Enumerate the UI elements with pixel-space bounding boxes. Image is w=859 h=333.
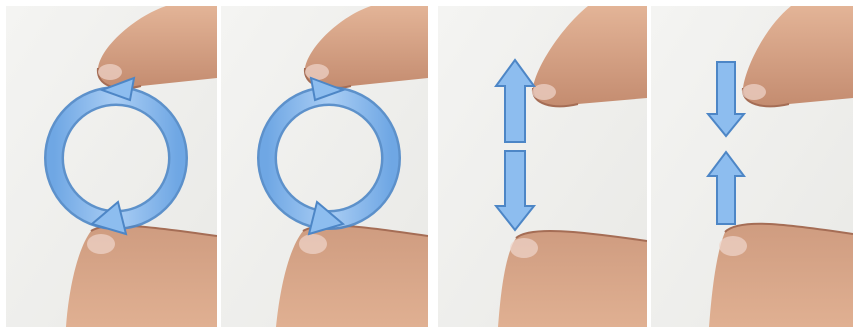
rotate-cw-illustration (221, 6, 428, 327)
gesture-panel-rotate-cw (221, 6, 428, 327)
gesture-panel-spread-vertical (438, 6, 647, 327)
spread-vertical-illustration (438, 6, 647, 327)
gesture-panel-squeeze-vertical (651, 6, 853, 327)
rotate-ccw-illustration (6, 6, 217, 327)
gesture-panel-rotate-ccw (6, 6, 217, 327)
squeeze-vertical-illustration (651, 6, 853, 327)
